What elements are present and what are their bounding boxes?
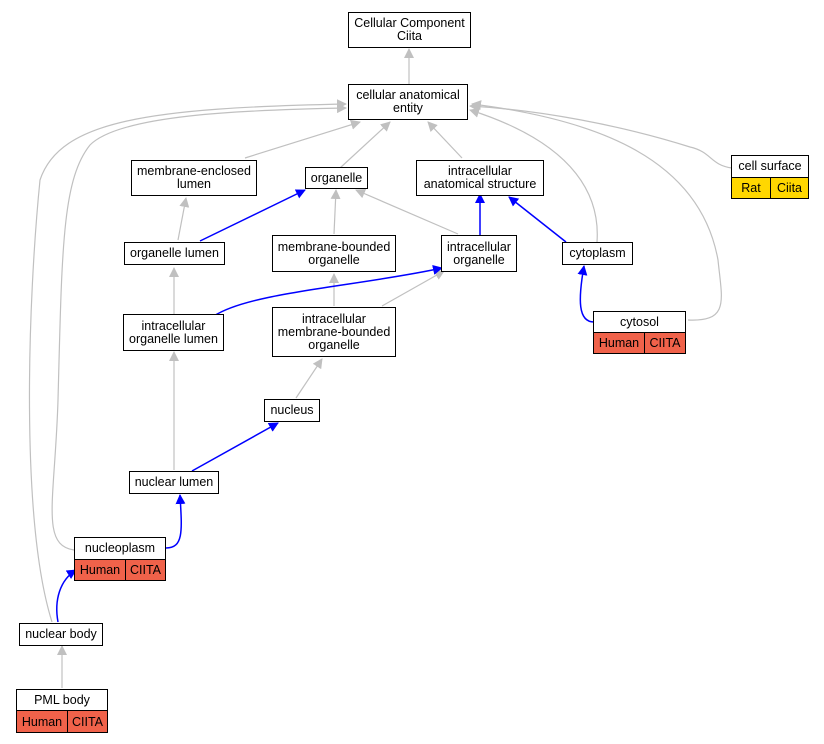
annotation-species-human: Human (74, 559, 126, 581)
edge-organelle-to-cae (339, 121, 391, 169)
node-membrane-bounded-organelle[interactable]: membrane-bounded organelle (272, 235, 396, 272)
annotation-gene-ciita: CIITA (644, 332, 686, 354)
edge-mel-to-cae (244, 119, 361, 159)
node-cell-surface[interactable]: cell surface (731, 155, 809, 178)
edge-nucleus-to-imbo (295, 358, 323, 399)
edge-iol-partof-io (213, 265, 443, 317)
node-pml-body[interactable]: PML body (16, 689, 108, 711)
edge-olumen-to-mel (177, 197, 190, 241)
node-cytoplasm[interactable]: cytoplasm (562, 242, 633, 265)
annotation-gene-ciita: CIITA (67, 710, 108, 733)
node-membrane-enclosed-lumen[interactable]: membrane-enclosed lumen (131, 160, 257, 196)
edge-nbody-partof-nucleoplasm (56, 569, 77, 623)
annotation-gene-ciita: Ciita (770, 177, 809, 199)
edge-cytoplasm-partof-ias (508, 196, 567, 243)
edge-imbo-to-io (381, 270, 445, 307)
edge-nbody-to-cae (28, 99, 347, 623)
edge-ias-to-cae (427, 121, 463, 159)
node-intracellular-anatomical-structure[interactable]: intracellular anatomical structure (416, 160, 544, 196)
edge-nucleoplasm-partof-nlumen (165, 494, 186, 549)
edge-cytosol-partof-cytoplasm (577, 265, 595, 323)
node-cytosol[interactable]: cytosol (593, 311, 686, 333)
annotation-gene-ciita: CIITA (125, 559, 166, 581)
node-nuclear-body[interactable]: nuclear body (19, 623, 103, 646)
node-intracellular-membrane-bounded-organelle[interactable]: intracellular membrane-bounded organelle (272, 307, 396, 357)
edge-mbo-to-organelle (330, 189, 341, 235)
edge-olumen-partof-organelle (199, 189, 306, 242)
annotation-species-rat: Rat (731, 177, 771, 199)
edge-io-to-organelle (355, 188, 459, 235)
annotation-species-human: Human (16, 710, 68, 733)
edge-cytosol-to-cae (471, 100, 722, 321)
node-intracellular-organelle-lumen[interactable]: intracellular organelle lumen (123, 314, 224, 351)
edge-nlumen-partof-nucleus (191, 422, 279, 472)
node-cellular-anatomical-entity[interactable]: cellular anatomical entity (348, 84, 468, 120)
node-organelle-lumen[interactable]: organelle lumen (124, 242, 225, 265)
node-nucleus[interactable]: nucleus (264, 399, 320, 422)
node-nuclear-lumen[interactable]: nuclear lumen (129, 471, 219, 494)
edge-cytoplasm-to-cae (469, 107, 598, 243)
annotation-species-human: Human (593, 332, 645, 354)
node-organelle[interactable]: organelle (305, 167, 368, 189)
edge-nucleoplasm-to-cae (51, 103, 347, 551)
node-intracellular-organelle[interactable]: intracellular organelle (441, 235, 517, 272)
node-nucleoplasm[interactable]: nucleoplasm (74, 537, 166, 560)
node-cellular-component-ciita[interactable]: Cellular Component Ciita (348, 12, 471, 48)
edge-cellsurface-to-cae (469, 101, 733, 169)
